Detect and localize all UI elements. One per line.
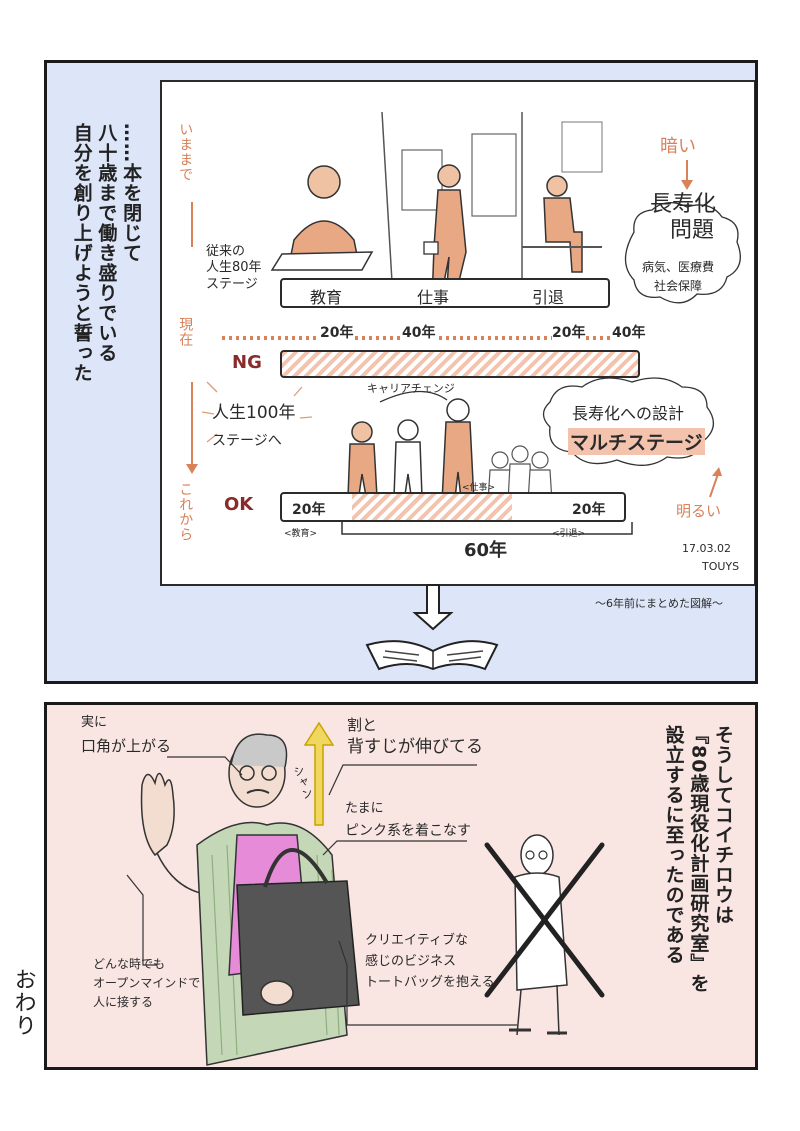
callout-pink-2: ピンク系を着こなす [345, 822, 471, 839]
timeline-present: 現在 [177, 317, 194, 347]
callout-posture-1: 割と [347, 716, 378, 734]
ng-year-4: 40年 [612, 322, 646, 342]
callout-openmind: どんな時でも オープンマインドで 人に接する [93, 955, 200, 1013]
cross-mark-icon [484, 842, 605, 998]
bottom-narration-line-2: 『80歳現役化計画研究室』を [687, 725, 710, 994]
ng-label: NG [232, 352, 262, 373]
longevity-problem-2: 問題 [670, 218, 715, 244]
ng-year-2: 40年 [402, 322, 436, 342]
ok-stage-highlight [352, 494, 512, 520]
ng-stage-bar [280, 350, 640, 378]
new-life-label-1: 人生100年 [212, 403, 296, 423]
ok-year-last: 20年 [572, 502, 606, 518]
stage-retire: 引退 [532, 288, 565, 307]
callout-smile-2: 口角が上がる [81, 736, 172, 755]
callout-pink: たまに ピンク系を着こなす [345, 799, 471, 843]
career-change-figure [379, 390, 475, 509]
narration-line-3: 自分を創り上げようと誓った [70, 123, 93, 383]
stage-education: 教育 [310, 288, 343, 307]
ok-tag-retire: <引退> [552, 529, 586, 539]
callout-smile-1: 実に [81, 715, 108, 730]
top-panel: ……本を閉じて 八十歳まで働き盛りでいる 自分を創り上げようと誓った [44, 60, 758, 684]
traditional-stage-bar: 教育 仕事 引退 [280, 278, 610, 308]
timeline-future: これから [177, 482, 194, 542]
retiree-figure [522, 121, 603, 273]
traditional-label: 従来の 人生80年 ステージ [206, 244, 262, 293]
dark-label: 暗い [660, 136, 696, 157]
diagram-signature: TOUYS [702, 560, 740, 573]
handshake-figures [347, 419, 423, 504]
multi-stage-label: マルチステージ [568, 428, 705, 455]
diagram-caption: 〜6年前にまとめた図解〜 [595, 597, 723, 610]
diagram-sheet: 教育 仕事 引退 20年 20年 いままで 現在 これから 従来の 人生80年 … [160, 80, 755, 586]
callout-posture-2: 背すじが伸びてる [347, 737, 483, 757]
total-years-label: 60年 [460, 536, 512, 562]
ok-tag-education: <教育> [284, 529, 318, 539]
bottom-narration-line-1: そうしてコイチロウは [712, 725, 734, 925]
problem-items: 病気、医療費 社会保障 [642, 258, 714, 296]
career-change-label: キャリアチェンジ [367, 382, 455, 395]
top-narration: ……本を閉じて 八十歳まで働き盛りでいる 自分を創り上げようと誓った [69, 123, 143, 543]
callout-pink-1: たまに [345, 801, 384, 816]
stage-work: 仕事 [417, 288, 450, 307]
timeline-past: いままで [177, 122, 194, 182]
callout-bag: クリエイティブな 感じのビジネス トートバッグを抱える [365, 931, 495, 993]
longevity-problem: 長寿化 問題 [650, 192, 716, 245]
callout-openmind-3: 人に接する [93, 995, 154, 1010]
longevity-problem-1: 長寿化 [650, 192, 717, 217]
bottom-narration-line-3: 設立するに至ったのである [662, 725, 685, 965]
ng-year-1: 20年 [320, 322, 354, 342]
callout-bag-2: 感じのビジネス [365, 953, 457, 969]
callout-smile: 実に 口角が上がる [81, 713, 171, 759]
ng-year-3: 20年 [552, 322, 586, 342]
callout-openmind-1: どんな時でも [93, 957, 166, 971]
end-text: おわり [10, 968, 36, 1037]
problem-item-1: 病気、医療費 [642, 260, 715, 274]
callout-posture: 割と 背すじが伸びてる [347, 715, 483, 760]
problem-item-2: 社会保障 [654, 279, 703, 294]
student-figure [270, 165, 374, 271]
callout-bag-3: トートバッグを抱える [365, 974, 495, 990]
open-book-icon [365, 584, 499, 671]
callout-bag-1: クリエイティブな [365, 933, 468, 948]
bottom-panel: そうしてコイチロウは 『80歳現役化計画研究室』を 設立するに至ったのである 実… [44, 702, 758, 1070]
narration-line-1: ……本を閉じて [120, 123, 143, 263]
bright-label: 明るい [676, 502, 722, 520]
traditional-label-1: 従来の [206, 244, 246, 259]
callout-openmind-2: オープンマインドで [93, 976, 201, 991]
traditional-label-3: ステージ [206, 276, 258, 292]
ok-tag-work: <仕事> [462, 483, 496, 493]
ok-year-first: 20年 [292, 502, 326, 518]
narration-line-2: 八十歳まで働き盛りでいる [95, 123, 118, 363]
traditional-label-2: 人生80年 [206, 260, 262, 276]
ok-label: OK [224, 494, 254, 515]
new-life-label: 人生100年 ステージへ [212, 400, 295, 454]
longevity-design-label: 長寿化への設計 [572, 404, 685, 423]
bottom-narration: そうしてコイチロウは 『80歳現役化計画研究室』を 設立するに至ったのである [661, 725, 735, 1055]
new-life-label-2: ステージへ [212, 433, 282, 450]
diagram-date: 17.03.02 [682, 542, 731, 555]
character-illustration [126, 721, 605, 1066]
ok-stage-bar: 20年 20年 [280, 492, 626, 522]
